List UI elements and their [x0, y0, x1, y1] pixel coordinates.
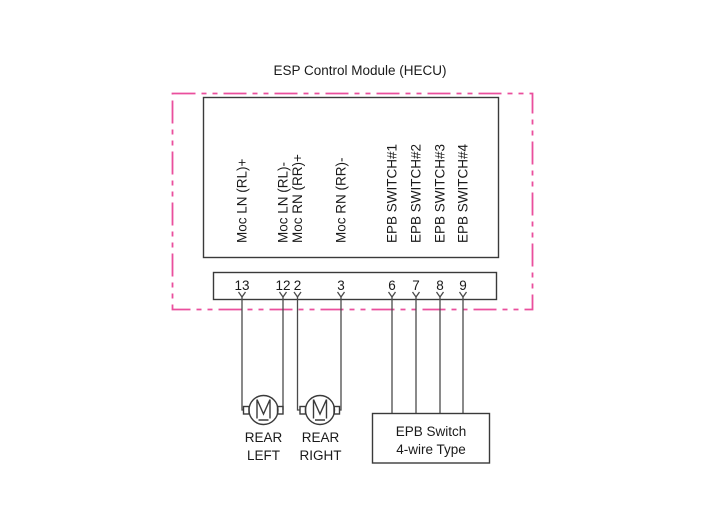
pin-number-13: 13: [234, 278, 249, 293]
rear-right-motor: REAR RIGHT: [299, 394, 342, 463]
wire-pin13-to-rear-left-motor: [241, 297, 244, 411]
signal-label-epb-switch-4: EPB SWITCH#4: [456, 143, 471, 243]
signal-label-moc-ln-rl-plus: Moc LN (RL)+: [235, 158, 250, 243]
wire-pin3-to-rear-right-motor: [339, 297, 342, 411]
pin-number-6: 6: [388, 278, 396, 293]
epb-switch-box: [371, 412, 491, 464]
rear-left-motor: REAR LEFT: [242, 394, 284, 463]
pin-number-3: 3: [337, 278, 345, 293]
page-title: ESP Control Module (HECU): [273, 63, 446, 78]
epb-switch-label-line2: 4-wire Type: [396, 442, 466, 457]
rear-left-motor-terminal-left: [242, 405, 250, 415]
rear-left-motor-label-line2: LEFT: [247, 448, 280, 463]
motor-m-icon: [312, 399, 328, 421]
signal-label-epb-switch-2: EPB SWITCH#2: [409, 144, 424, 243]
wires: [241, 297, 464, 413]
rear-left-motor-label-line1: REAR: [245, 430, 283, 445]
wire-pin2-to-rear-right-motor: [296, 297, 300, 411]
hecu-module-box: [202, 96, 500, 259]
pin-number-8: 8: [436, 278, 444, 293]
motor-m-icon: [256, 399, 271, 421]
signal-label-moc-rn-rr-plus: Moc RN (RR)+: [290, 154, 305, 243]
pin-numbers: 13 12 2 3 6 7 8 9: [234, 278, 466, 293]
pin-signal-labels: Moc LN (RL)+ Moc LN (RL)- Moc RN (RR)+ M…: [235, 143, 471, 243]
pin-number-12: 12: [275, 278, 290, 293]
hecu-boundary-dashed-border: [171, 92, 534, 311]
signal-label-moc-rn-rr-minus: Moc RN (RR)-: [334, 158, 349, 244]
signal-label-epb-switch-1: EPB SWITCH#1: [385, 144, 400, 243]
pin-number-9: 9: [459, 278, 467, 293]
pin-number-2: 2: [294, 278, 302, 293]
rear-right-motor-label-line2: RIGHT: [300, 448, 342, 463]
rear-left-motor-circle: [248, 394, 279, 426]
hecu-connector-box: [212, 271, 498, 301]
rear-right-motor-terminal-left: [299, 405, 307, 415]
signal-label-moc-ln-rl-minus: Moc LN (RL)-: [276, 162, 291, 243]
rear-right-motor-circle: [304, 394, 336, 426]
rear-right-motor-label-line1: REAR: [302, 430, 340, 445]
signal-label-epb-switch-3: EPB SWITCH#3: [433, 144, 448, 243]
epb-switch: EPB Switch 4-wire Type: [371, 412, 491, 464]
pin-number-7: 7: [412, 278, 420, 293]
epb-switch-label-line1: EPB Switch: [396, 424, 467, 439]
